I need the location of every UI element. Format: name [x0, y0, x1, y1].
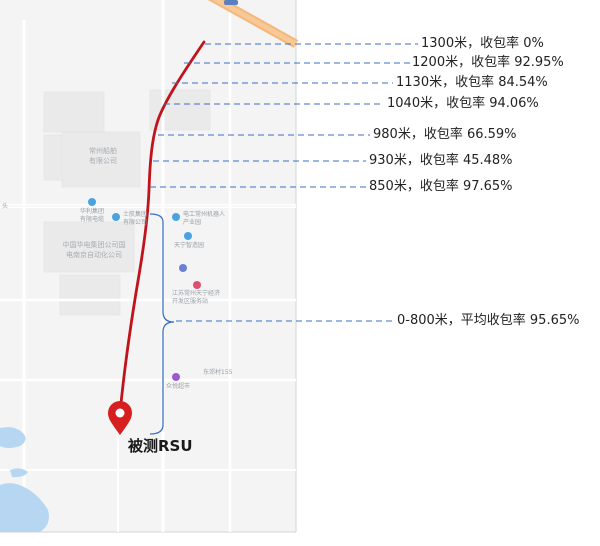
road-label-west: 头 — [2, 203, 9, 210]
measurement-0-800: 0-800米，平均收包率 95.65% — [397, 313, 580, 328]
measurement-1300: 1300米，收包率 0% — [421, 36, 544, 51]
poi-dev-zone[interactable]: 江苏常州天宁经济 开发区服务站 — [172, 290, 221, 305]
test-route — [118, 40, 206, 414]
poi-icon-robot-park — [172, 213, 180, 221]
poi-icon-supermarket — [172, 373, 180, 381]
poi-icon-tianning — [184, 232, 192, 240]
poi-village[interactable]: 东郊村155 — [203, 369, 233, 376]
poi-icon-huali — [88, 198, 96, 206]
top-badge — [224, 0, 238, 5]
area-label-huadian: 中国华电集团公司国 电南京自动化公司 — [62, 241, 126, 259]
area-label-shipyard: 常州船舶 有限公司 — [89, 147, 117, 165]
poi-icon-dev-zone — [193, 281, 201, 289]
poi-huali[interactable]: 华利集团 有限电缆 — [80, 208, 105, 223]
poi-shihang[interactable]: 士航集团 有限公司 — [123, 211, 148, 226]
leader-lines — [150, 43, 418, 322]
poi-icon-service — [179, 264, 187, 272]
rsu-pin-icon[interactable] — [108, 401, 132, 435]
range-brace — [149, 213, 175, 435]
measurement-1200: 1200米，收包率 92.95% — [412, 55, 564, 70]
building-blocks — [43, 89, 211, 316]
poi-icon-shihang — [112, 213, 120, 221]
measurement-980: 980米，收包率 66.59% — [373, 127, 517, 142]
poi-tianning[interactable]: 天宁智造园 — [174, 242, 205, 249]
rsu-label: 被测RSU — [128, 437, 193, 455]
measurement-1130: 1130米，收包率 84.54% — [396, 75, 548, 90]
poi-supermarket[interactable]: 众悦超市 — [166, 383, 191, 390]
measurement-850: 850米，收包率 97.65% — [369, 179, 513, 194]
measurement-930: 930米，收包率 45.48% — [369, 153, 513, 168]
measurement-1040: 1040米，收包率 94.06% — [387, 96, 539, 111]
poi-robot-park[interactable]: 电工常州机器人 产业园 — [183, 211, 226, 226]
water-bodies — [0, 427, 49, 532]
